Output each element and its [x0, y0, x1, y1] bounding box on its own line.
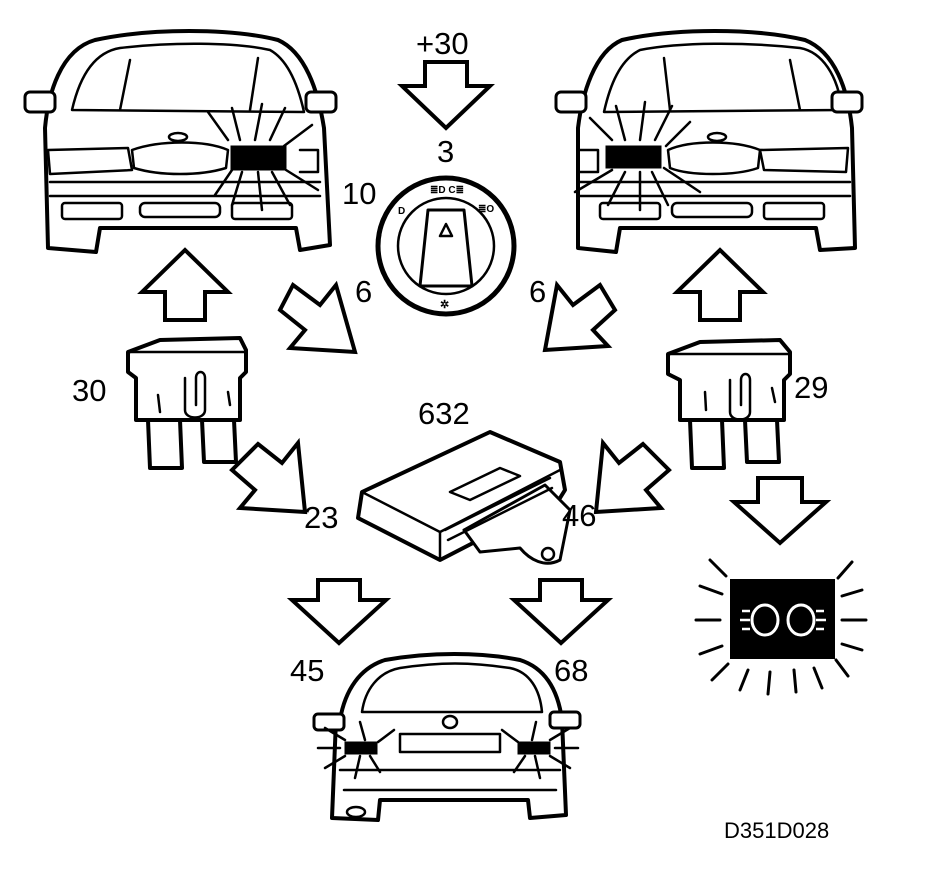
arrow-up-right [672, 247, 768, 322]
arrow-switch-to-left-fuse [277, 280, 358, 355]
wire-left-label: 6 [355, 274, 373, 309]
svg-text:D: D [398, 206, 405, 217]
fuse-right-label: 29 [794, 370, 829, 405]
arrow-down-rear-right [508, 578, 614, 646]
arrow-switch-to-right-fuse [542, 280, 618, 353]
drawing-code-label: D351D028 [724, 818, 830, 843]
fuse-left [126, 336, 248, 470]
front-car-right [554, 29, 864, 254]
arrow-up-left [137, 247, 233, 322]
switch-label: 3 [437, 134, 455, 169]
rear-left-label: 45 [290, 653, 325, 688]
svg-text:✲: ✲ [440, 299, 449, 311]
wire-left-module-label: 23 [304, 500, 339, 535]
light-switch-icon: ≣D C≣ D ≣O ✲ [375, 175, 517, 317]
rear-right-label: 68 [554, 653, 589, 688]
supply-label: +30 [416, 26, 469, 61]
fog-light-indicator-icon [694, 558, 868, 696]
fuse-right [666, 338, 792, 470]
svg-text:≣D C≣: ≣D C≣ [430, 185, 464, 196]
control-module [356, 430, 572, 565]
svg-text:≣O: ≣O [478, 204, 494, 215]
arrow-down-to-indicator [728, 476, 832, 546]
arrow-down-rear-left [286, 578, 392, 646]
rear-car [312, 652, 582, 822]
wire-right-label: 6 [529, 274, 547, 309]
arrow-down-supply [397, 60, 495, 131]
arrow-right-fuse-to-module [593, 437, 672, 515]
fuse-left-label: 30 [72, 373, 107, 408]
front-car-left [23, 29, 338, 254]
arrow-left-fuse-to-module [229, 437, 308, 515]
control-module-label: 632 [418, 396, 470, 431]
wire-right-module-label: 46 [562, 498, 597, 533]
front-light-left-label: 10 [342, 176, 377, 211]
